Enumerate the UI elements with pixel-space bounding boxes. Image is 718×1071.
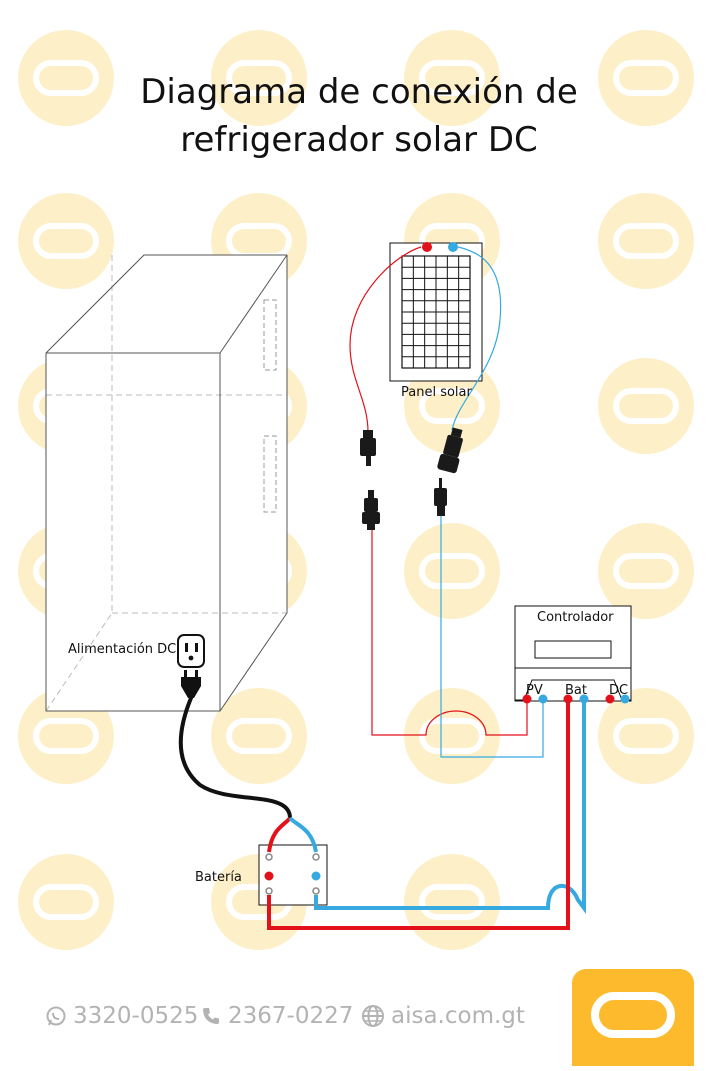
whatsapp-contact[interactable]: 3320-0525 <box>45 1000 198 1032</box>
watermark-mark <box>598 688 694 784</box>
battery-positive-wire <box>267 700 570 930</box>
fridge-power-cable <box>178 696 292 820</box>
mc4-connector-upper-positive <box>360 430 376 466</box>
fridge-negative-split <box>288 816 318 853</box>
controller-label: Controlador <box>537 610 614 625</box>
terminal-bat-negative <box>579 694 589 704</box>
mc4-connector-lower-negative <box>434 478 447 516</box>
terminal-dc-positive <box>605 694 615 704</box>
pv-negative-wire <box>440 516 544 758</box>
dc-label: DC <box>609 683 629 698</box>
brand-logo[interactable] <box>572 969 694 1066</box>
terminal-bat-positive <box>563 694 573 704</box>
battery-label: Batería <box>195 870 242 885</box>
diagram-title-line-1: Diagrama de conexión de <box>140 72 578 112</box>
watermark-mark <box>404 30 500 126</box>
pv-label: PV <box>526 683 543 698</box>
phone-contact[interactable]: 2367-0227 <box>200 1000 353 1032</box>
globe-icon <box>362 1005 384 1027</box>
dc-outlet <box>177 634 205 668</box>
panel-label: Panel solar <box>401 385 472 400</box>
watermark-mark <box>18 854 114 950</box>
watermark-mark <box>18 193 114 289</box>
watermark-mark <box>404 523 500 619</box>
diagram-title-line-2: refrigerador solar DC <box>180 120 538 160</box>
watermark-mark <box>598 523 694 619</box>
terminal-pv-positive <box>522 694 532 704</box>
watermark-mark <box>404 358 500 454</box>
mc4-connector-upper-negative <box>437 427 463 474</box>
fridge-positive-split <box>267 816 292 853</box>
whatsapp-icon <box>46 1006 66 1026</box>
website-url: aisa.com.gt <box>391 1003 525 1029</box>
website-contact[interactable]: aisa.com.gt <box>361 1000 525 1032</box>
battery <box>258 844 328 906</box>
refrigerator <box>45 254 288 712</box>
phone-number: 2367-0227 <box>228 1003 354 1029</box>
watermark-mark <box>598 30 694 126</box>
panel-negative-lead <box>451 246 502 431</box>
watermark-mark <box>404 688 500 784</box>
solar-panel <box>389 242 483 382</box>
watermark-mark <box>18 30 114 126</box>
logo-icon <box>591 992 675 1038</box>
watermark-mark <box>598 358 694 454</box>
pv-positive-wire <box>371 530 528 736</box>
power-input-label: Alimentación DC <box>68 642 177 657</box>
watermark-mark <box>18 688 114 784</box>
charge-controller <box>514 605 632 704</box>
bat-label: Bat <box>565 683 587 698</box>
whatsapp-number: 3320-0525 <box>73 1003 199 1029</box>
mc4-connector-lower-positive <box>362 490 380 530</box>
phone-icon <box>203 1008 219 1024</box>
dc-plug <box>181 670 201 698</box>
panel-positive-lead <box>349 246 422 433</box>
battery-negative-wire <box>314 700 586 914</box>
terminal-pv-negative <box>538 694 548 704</box>
watermark-mark <box>211 30 307 126</box>
terminal-dc-negative <box>620 694 630 704</box>
watermark-mark <box>598 193 694 289</box>
watermark-mark <box>211 688 307 784</box>
